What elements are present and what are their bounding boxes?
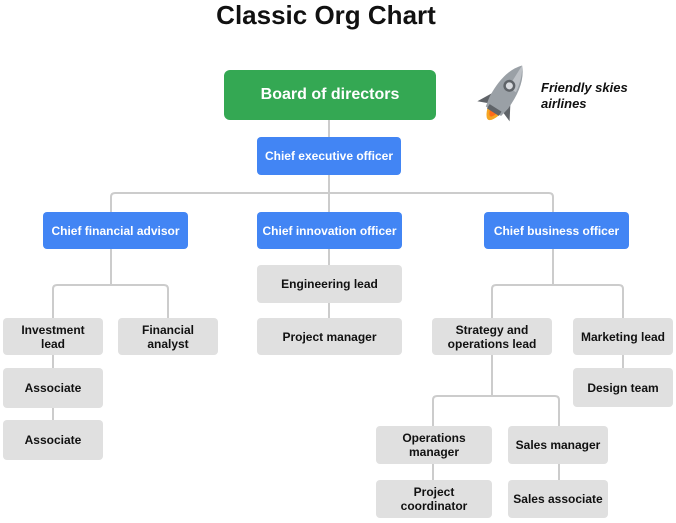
rocket-icon — [477, 65, 523, 122]
page-title: Classic Org Chart — [216, 0, 436, 30]
node-label: Sales associate — [513, 492, 603, 506]
sales-manager-node: Sales manager — [508, 426, 608, 464]
node-label: Chief executive officer — [264, 149, 394, 163]
node-label: Project manager — [282, 329, 377, 344]
node-label: Design team — [587, 380, 659, 395]
project-coordinator-node: Project coordinator — [376, 480, 492, 518]
node-label: Chief innovation officer — [262, 223, 397, 238]
board-of-directors-node: Board of directors — [224, 70, 436, 120]
node-label-line: Strategy and — [455, 322, 529, 337]
brand-name-line: Friendly skies — [541, 80, 628, 95]
ceo-node: Chief executive officer — [257, 137, 401, 175]
cio-node: Chief innovation officer — [257, 212, 402, 249]
node-label: Associate — [24, 433, 82, 447]
associate-node: Associate — [3, 368, 103, 408]
operations-manager-node: Operations manager — [376, 426, 492, 464]
cfa-node: Chief financial advisor — [43, 212, 188, 249]
node-label-line: Financial — [141, 322, 194, 337]
node-label-line: lead — [40, 336, 65, 351]
design-team-node: Design team — [573, 368, 673, 407]
brand-name-line: airlines — [541, 96, 587, 111]
investment-lead-node: Investment lead — [3, 318, 103, 355]
node-label-line: Operations — [402, 431, 466, 445]
node-label: Associate — [24, 381, 82, 395]
node-label: Engineering lead — [281, 277, 378, 291]
node-label-line: manager — [408, 445, 460, 459]
node-label-line: operations lead — [447, 336, 537, 351]
node-label-line: Investment — [21, 322, 85, 337]
node-label: Chief financial advisor — [51, 223, 180, 238]
project-manager-node: Project manager — [257, 318, 402, 355]
node-label: Marketing lead — [580, 329, 666, 344]
node-label-line: analyst — [147, 336, 189, 351]
financial-analyst-node: Financial analyst — [118, 318, 218, 355]
node-label: Board of directors — [260, 86, 400, 103]
cbo-node: Chief business officer — [484, 212, 629, 249]
brand-name: Friendly skies airlines — [541, 80, 628, 112]
engineering-lead-node: Engineering lead — [257, 265, 402, 303]
associate-node: Associate — [3, 420, 103, 460]
strategy-operations-lead-node: Strategy and operations lead — [432, 318, 552, 355]
node-label: Sales manager — [515, 438, 601, 452]
sales-associate-node: Sales associate — [508, 480, 608, 518]
marketing-lead-node: Marketing lead — [573, 318, 673, 355]
node-label: Chief business officer — [493, 223, 620, 238]
node-label-line: Project — [413, 485, 455, 499]
node-label-line: coordinator — [400, 499, 468, 513]
